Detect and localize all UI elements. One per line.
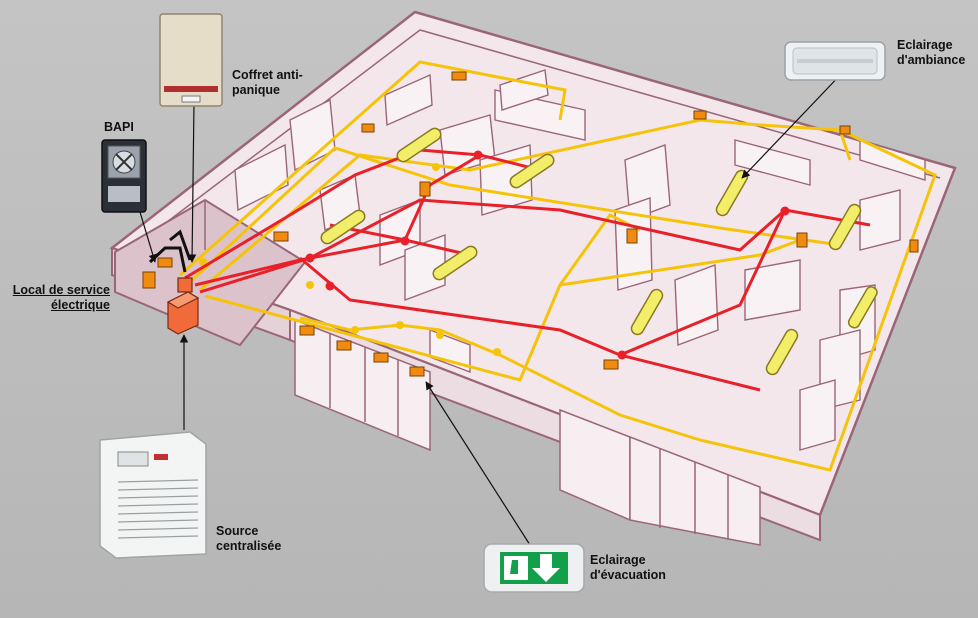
label-eclairage-ambiance: Eclairage d'ambiance [897, 38, 966, 67]
label-local-line1: Local de service [12, 283, 110, 297]
central-source-unit [166, 277, 200, 335]
label-local-de-service: Local de service électrique [2, 283, 110, 313]
label-eclairage-evacuation: Eclairage d'évacuation [590, 553, 666, 582]
label-source-centralisee: Source centralisée [216, 524, 282, 553]
label-local-line2: électrique [50, 298, 110, 312]
front-shops [294, 318, 761, 546]
anti-panic-cabinet-icon [159, 13, 223, 107]
evacuation-blocks [142, 71, 919, 377]
central-battery-icon [99, 431, 207, 559]
label-coffret-anti-panique: Coffret anti- panique [232, 68, 303, 97]
label-bapi: BAPI [104, 120, 134, 134]
bapi-panel-icon [101, 139, 147, 213]
back-wall-inner [129, 29, 941, 251]
ambient-junctions [199, 163, 501, 356]
ambient-luminaires [320, 127, 878, 376]
ambient-luminaire-icon [784, 41, 886, 81]
exit-sign-icon [483, 543, 585, 593]
callout-lines [139, 69, 846, 546]
safety-junctions [305, 150, 790, 360]
control-wiring [148, 229, 192, 273]
